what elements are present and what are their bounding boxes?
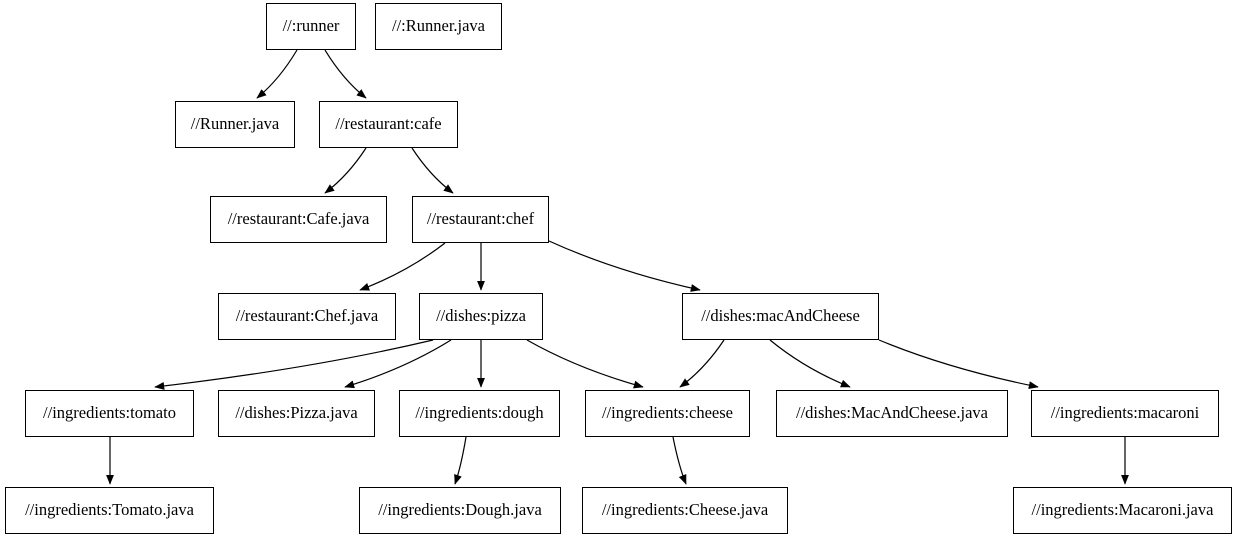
graph-node-ingredients-dough-java[interactable]: //ingredients:Dough.java xyxy=(359,487,561,534)
graph-node-label: //ingredients:Tomato.java xyxy=(25,500,194,520)
graph-edge xyxy=(878,339,1039,390)
graph-node-label: //restaurant:Cafe.java xyxy=(227,209,370,229)
graph-node-dishes-macandcheese-java[interactable]: //dishes:MacAndCheese.java xyxy=(776,390,1008,437)
graph-edge xyxy=(548,240,701,292)
graph-node-ingredients-tomato-java[interactable]: //ingredients:Tomato.java xyxy=(5,487,214,534)
graph-edge xyxy=(526,339,644,389)
graph-node-label: //restaurant:Chef.java xyxy=(235,306,379,326)
graph-node-ingredients-cheese[interactable]: //ingredients:cheese xyxy=(585,390,750,437)
graph-node-dishes-pizza[interactable]: //dishes:pizza xyxy=(419,293,543,340)
graph-node-label: //ingredients:Cheese.java xyxy=(601,500,769,520)
graph-edge xyxy=(256,49,298,99)
graph-node-label: //ingredients:cheese xyxy=(601,403,734,423)
graph-node-ingredients-macaroni[interactable]: //ingredients:macaroni xyxy=(1031,390,1219,437)
graph-node-label: //ingredients:macaroni xyxy=(1050,403,1200,423)
graph-edge xyxy=(154,339,434,390)
graph-node-label: //dishes:pizza xyxy=(436,306,526,326)
graph-node-runner-java[interactable]: //Runner.java xyxy=(175,101,295,148)
graph-node-runner-java-root[interactable]: //:Runner.java xyxy=(375,3,502,50)
graph-edge xyxy=(344,339,452,389)
graph-node-runner-target[interactable]: //:runner xyxy=(266,3,356,50)
graph-node-restaurant-chef-java[interactable]: //restaurant:Chef.java xyxy=(218,293,396,340)
graph-node-restaurant-cafe[interactable]: //restaurant:cafe xyxy=(319,101,458,148)
graph-edge xyxy=(359,242,446,291)
graph-node-label: //dishes:MacAndCheese.java xyxy=(796,403,988,423)
graph-edge xyxy=(411,147,454,194)
graph-node-label: //:Runner.java xyxy=(391,16,486,36)
graph-node-label: //dishes:macAndCheese xyxy=(701,306,860,326)
graph-edge xyxy=(324,147,367,194)
graph-node-label: //ingredients:dough xyxy=(415,403,544,423)
graph-node-label: //restaurant:chef xyxy=(426,209,535,229)
graph-edge xyxy=(324,49,367,99)
graph-node-label: //restaurant:cafe xyxy=(335,114,442,134)
graph-node-label: //ingredients:tomato xyxy=(43,403,176,423)
graph-edge xyxy=(679,339,725,388)
graph-node-ingredients-cheese-java[interactable]: //ingredients:Cheese.java xyxy=(582,487,788,534)
graph-node-ingredients-dough[interactable]: //ingredients:dough xyxy=(399,390,560,437)
graph-edge xyxy=(769,339,851,388)
graph-node-restaurant-chef[interactable]: //restaurant:chef xyxy=(412,196,549,243)
graph-node-label: //dishes:Pizza.java xyxy=(235,403,358,423)
graph-edge xyxy=(672,436,687,485)
graph-node-label: //ingredients:Macaroni.java xyxy=(1031,500,1214,520)
graph-node-dishes-macandcheese[interactable]: //dishes:macAndCheese xyxy=(682,293,879,340)
graph-node-label: //:runner xyxy=(282,16,340,36)
graph-node-dishes-pizza-java[interactable]: //dishes:Pizza.java xyxy=(218,390,375,437)
graph-node-ingredients-tomato[interactable]: //ingredients:tomato xyxy=(25,390,194,437)
graph-node-label: //Runner.java xyxy=(190,114,280,134)
graph-edge xyxy=(454,436,467,485)
graph-node-ingredients-macaroni-java[interactable]: //ingredients:Macaroni.java xyxy=(1013,487,1232,534)
graph-node-restaurant-cafe-java[interactable]: //restaurant:Cafe.java xyxy=(210,196,387,243)
graph-node-label: //ingredients:Dough.java xyxy=(378,500,542,520)
